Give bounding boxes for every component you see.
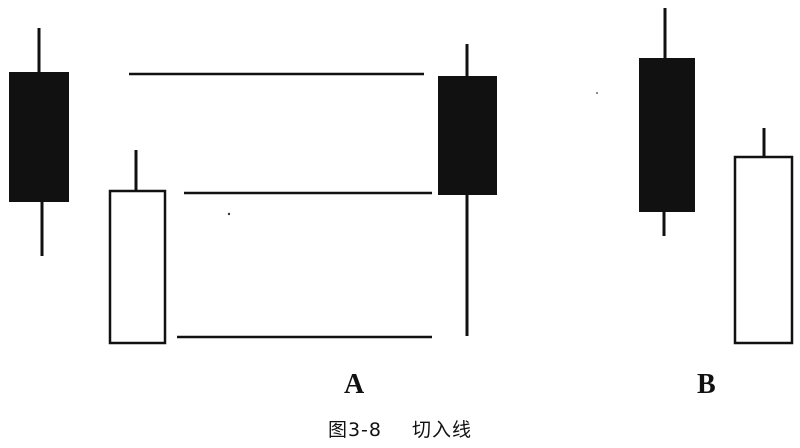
speck-mark [596,92,598,94]
candle-bullish-a [108,150,167,345]
speck-mark [227,212,231,216]
group-label-b: B [697,369,716,400]
caption-title: 切入线 [412,419,473,441]
group-label-a: A [344,369,365,400]
candle-bullish-b [733,128,794,345]
candle-body [733,155,794,345]
candle-bearish-left [9,28,69,256]
candle-body [108,189,167,345]
candle-body [9,72,69,202]
candle-bearish-b [639,8,695,236]
figure-caption: 图3-8 切入线 [0,415,800,442]
candle-bearish-a [438,44,497,336]
candle-body [438,76,497,195]
caption-number: 图3-8 [327,419,383,441]
candle-body [639,58,695,212]
